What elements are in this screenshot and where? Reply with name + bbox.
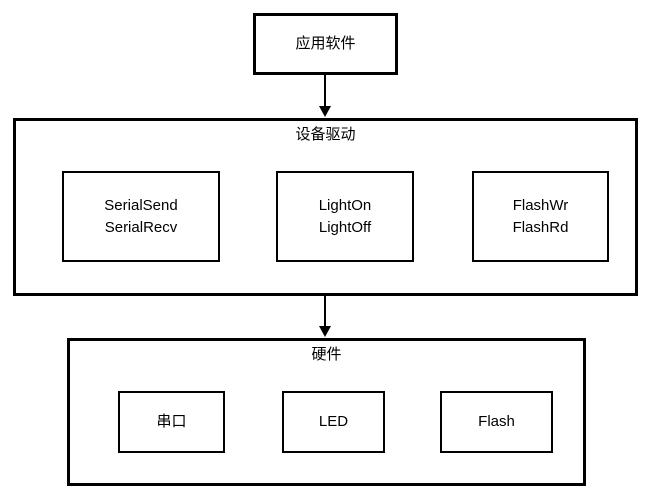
light-driver-box-text: LightOn LightOff <box>319 195 372 239</box>
light-on-label: LightOn <box>318 196 372 214</box>
arrow-driver-to-hardware-head-icon <box>319 326 331 337</box>
application-software-box: 应用软件 <box>253 13 398 75</box>
light-off-label: LightOff <box>318 218 372 236</box>
flash-driver-box: FlashWr FlashRd <box>472 171 609 262</box>
device-driver-container: 设备驱动 SerialSend SerialRecv LightOn Light… <box>13 118 638 296</box>
device-driver-label: 设备驱动 <box>295 126 356 143</box>
serial-driver-box-text: SerialSend SerialRecv <box>104 195 177 239</box>
flash-label: Flash <box>478 413 515 430</box>
flash-box: Flash <box>440 391 553 453</box>
arrow-driver-to-hardware-line <box>324 296 326 327</box>
hardware-container: 硬件 串口 LED Flash <box>67 338 586 486</box>
serial-port-label: 串口 <box>156 413 187 430</box>
serial-send-label: SerialSend <box>104 196 178 214</box>
led-box: LED <box>282 391 385 453</box>
light-driver-box: LightOn LightOff <box>276 171 414 262</box>
application-software-label: 应用软件 <box>295 35 356 52</box>
serial-driver-box: SerialSend SerialRecv <box>62 171 220 262</box>
led-label: LED <box>318 413 349 430</box>
hardware-label: 硬件 <box>311 346 342 363</box>
serial-port-box: 串口 <box>118 391 225 453</box>
flash-wr-label: FlashWr <box>512 196 569 214</box>
arrow-app-to-driver-line <box>324 75 326 107</box>
arrow-app-to-driver-head-icon <box>319 106 331 117</box>
flash-driver-box-text: FlashWr FlashRd <box>513 195 569 239</box>
flash-rd-label: FlashRd <box>512 218 569 236</box>
serial-recv-label: SerialRecv <box>104 218 178 236</box>
